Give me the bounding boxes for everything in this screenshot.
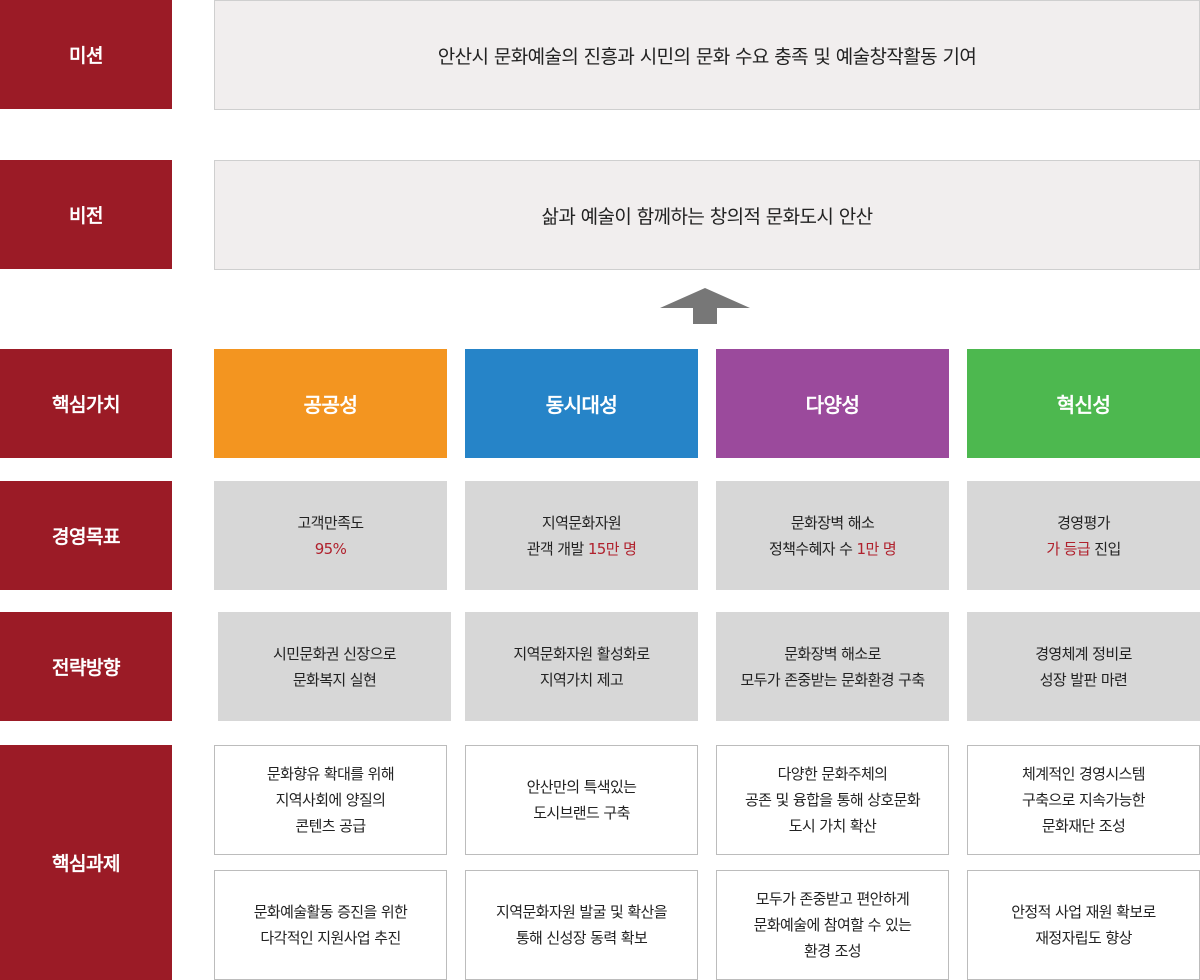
goal-box: 고객만족도 95% [214,481,447,590]
goal-text: 관객 개발 [526,539,588,558]
goal-line2: 95% [315,536,347,562]
vision-box: 삶과 예술이 함께하는 창의적 문화도시 안산 [214,160,1200,270]
goal-line1: 문화장벽 해소 [790,513,875,532]
task-line: 재정자립도 향상 [1035,929,1132,947]
strategy-box: 문화장벽 해소로 모두가 존중받는 문화환경 구축 [716,612,949,721]
core-value-label: 혁신성 [1056,393,1111,417]
goal-box: 지역문화자원 관객 개발 15만 명 [465,481,698,590]
up-arrow-icon [660,288,750,324]
task-line: 지역문화자원 발굴 및 확산을 [496,903,668,921]
label-core-values: 핵심가치 [0,349,172,458]
task-line: 콘텐츠 공급 [295,817,366,835]
task-line: 안산만의 특색있는 [526,778,637,796]
task-line: 안정적 사업 재원 확보로 [1011,903,1156,921]
core-value-box: 다양성 [716,349,949,458]
task-line: 환경 조성 [804,942,862,960]
label-goals: 경영목표 [0,481,172,590]
strategy-line2: 모두가 존중받는 문화환경 구축 [740,670,925,689]
strategy-line1: 지역문화자원 활성화로 [513,644,650,663]
label-mission: 미션 [0,0,172,109]
label-tasks: 핵심과제 [0,745,172,980]
task-line: 지역사회에 양질의 [275,791,386,809]
strategy-line1: 문화장벽 해소로 [784,644,881,663]
label-vision: 비전 [0,160,172,269]
goal-text: 진입 [1090,539,1121,558]
goal-line2: 정책수혜자 수 1만 명 [768,536,897,562]
strategy-box: 지역문화자원 활성화로 지역가치 제고 [465,612,698,721]
goal-highlight: 1만 명 [856,539,897,558]
task-box: 안정적 사업 재원 확보로 재정자립도 향상 [967,870,1200,980]
task-line: 문화향유 확대를 위해 [266,765,395,783]
core-value-label: 동시대성 [545,393,618,417]
task-line: 공존 및 융합을 통해 상호문화 [744,791,921,809]
task-line: 다각적인 지원사업 추진 [260,929,401,947]
strategy-line2: 성장 발판 마련 [1039,670,1128,689]
task-line: 모두가 존중받고 편안하게 [755,890,910,908]
mission-text: 안산시 문화예술의 진흥과 시민의 문화 수요 충족 및 예술창작활동 기여 [437,45,977,68]
core-value-label: 다양성 [805,393,860,417]
core-value-box: 공공성 [214,349,447,458]
core-value-box: 동시대성 [465,349,698,458]
task-line: 문화예술활동 증진을 위한 [253,903,408,921]
task-line: 다양한 문화주체의 [777,765,888,783]
core-value-box: 혁신성 [967,349,1200,458]
mission-box: 안산시 문화예술의 진흥과 시민의 문화 수요 충족 및 예술창작활동 기여 [214,0,1200,110]
task-line: 문화재단 조성 [1041,817,1126,835]
goal-text: 정책수혜자 수 [768,539,857,558]
goal-line1: 고객만족도 [297,513,364,532]
goal-line1: 경영평가 [1057,513,1110,532]
strategy-line2: 지역가치 제고 [539,670,624,689]
vision-text: 삶과 예술이 함께하는 창의적 문화도시 안산 [541,205,873,228]
goal-highlight: 95% [314,539,347,558]
goal-highlight: 가 등급 [1046,539,1091,558]
goal-highlight: 15만 명 [587,539,637,558]
task-box: 모두가 존중받고 편안하게 문화예술에 참여할 수 있는 환경 조성 [716,870,949,980]
strategy-box: 시민문화권 신장으로 문화복지 실현 [218,612,451,721]
task-box: 지역문화자원 발굴 및 확산을 통해 신성장 동력 확보 [465,870,698,980]
task-line: 통해 신성장 동력 확보 [515,929,648,947]
task-box: 문화향유 확대를 위해 지역사회에 양질의 콘텐츠 공급 [214,745,447,855]
goal-box: 문화장벽 해소 정책수혜자 수 1만 명 [716,481,949,590]
task-box: 다양한 문화주체의 공존 및 융합을 통해 상호문화 도시 가치 확산 [716,745,949,855]
task-box: 체계적인 경영시스템 구축으로 지속가능한 문화재단 조성 [967,745,1200,855]
task-line: 문화예술에 참여할 수 있는 [753,916,912,934]
goal-box: 경영평가 가 등급 진입 [967,481,1200,590]
strategy-line1: 시민문화권 신장으로 [273,644,397,663]
core-value-label: 공공성 [303,393,358,417]
goal-line2: 가 등급 진입 [1046,536,1121,562]
task-line: 도시브랜드 구축 [533,804,630,822]
label-strategy: 전략방향 [0,612,172,721]
strategy-line2: 문화복지 실현 [292,670,377,689]
strategy-box: 경영체계 정비로 성장 발판 마련 [967,612,1200,721]
strategy-line1: 경영체계 정비로 [1035,644,1132,663]
task-line: 체계적인 경영시스템 [1022,765,1146,783]
goal-line1: 지역문화자원 [541,513,622,532]
goal-line2: 관객 개발 15만 명 [527,536,637,562]
task-box: 문화예술활동 증진을 위한 다각적인 지원사업 추진 [214,870,447,980]
task-line: 구축으로 지속가능한 [1022,791,1146,809]
task-box: 안산만의 특색있는 도시브랜드 구축 [465,745,698,855]
task-line: 도시 가치 확산 [788,817,877,835]
